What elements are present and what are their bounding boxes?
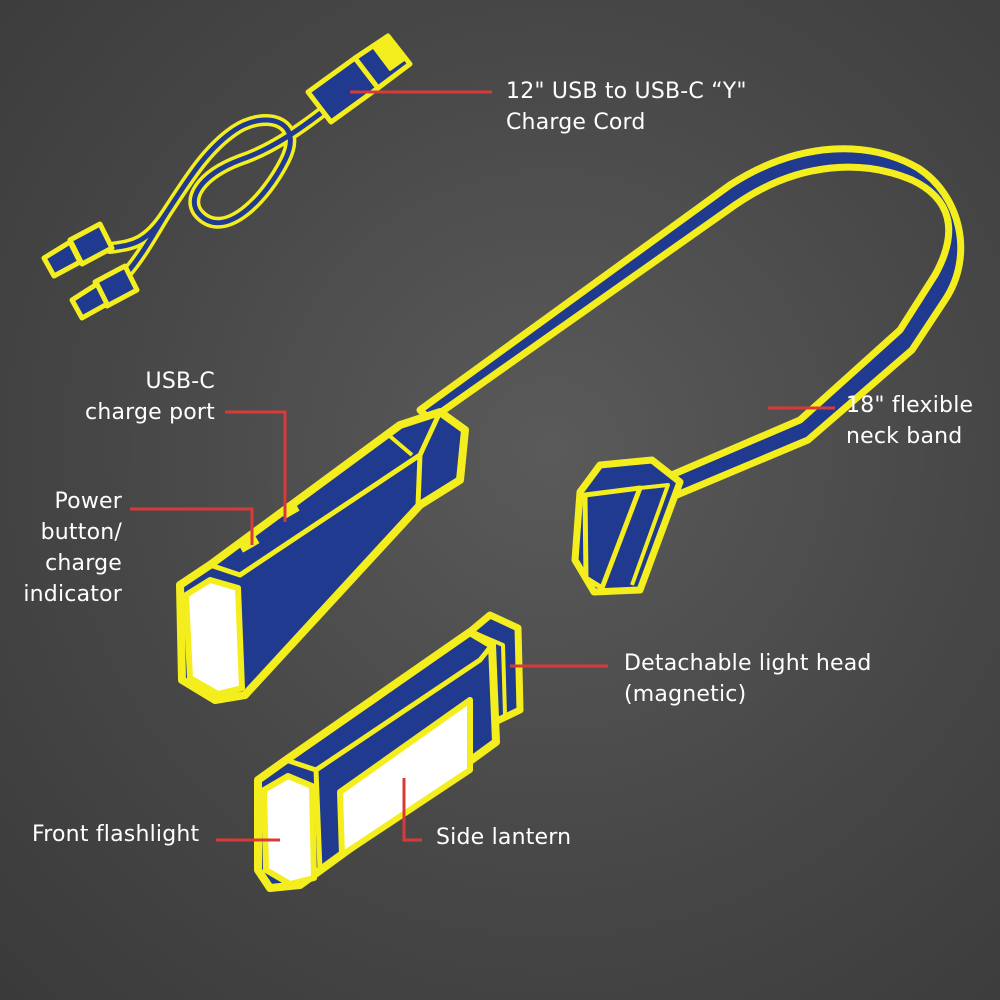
side-lantern-panel [337,697,473,858]
front-label-line1: Front flashlight [32,822,200,847]
cord-label: 12" USB to USB-C “Y" Charge Cord [506,76,747,138]
front-label: Front flashlight [32,819,199,850]
power-label: Power button/ charge indicator [10,486,122,610]
band-label-line2: neck band [846,424,963,449]
cord-label-line2: Charge Cord [506,110,646,135]
lantern-label-line1: Side lantern [436,825,572,850]
power-label-line2: button/ [40,520,122,545]
usb-a-plug [305,33,413,125]
usb-c-plug-1 [41,221,115,279]
neck-band [416,145,965,504]
band-label: 18" flexible neck band [846,390,973,452]
band-end-cap [571,456,684,596]
port-label: USB-C charge port [60,366,215,428]
power-label-line1: Power [54,489,122,514]
port-label-line1: USB-C [145,369,215,394]
detachable-light-head [254,611,524,892]
head-label: Detachable light head (magnetic) [624,648,872,710]
head-label-line2: (magnetic) [624,682,747,707]
charge-cord [104,96,341,281]
lantern-leader [402,778,422,842]
front-flashlight-lens [261,773,317,887]
power-button [238,535,260,553]
power-label-line3: charge [45,551,122,576]
power-leader [130,507,254,545]
main-light-unit [176,408,469,704]
port-leader [225,410,287,522]
usb-c-plug-2 [69,263,140,321]
port-label-line2: charge port [85,400,215,425]
power-label-line4: indicator [23,582,122,607]
lantern-label: Side lantern [436,822,571,853]
head-label-line1: Detachable light head [624,651,872,676]
band-label-line1: 18" flexible [846,393,974,418]
cord-label-line1: 12" USB to USB-C “Y" [506,79,747,104]
leader-lines [130,90,835,842]
